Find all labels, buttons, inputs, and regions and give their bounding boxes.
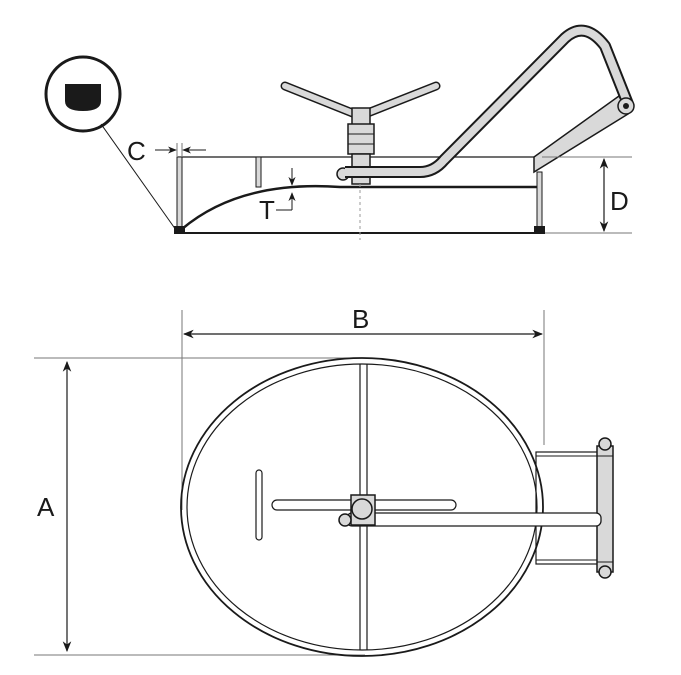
dimension-b: B — [181, 304, 545, 510]
hinge-arm — [345, 24, 635, 178]
dimension-d: D — [542, 156, 632, 234]
gasket-detail-callout — [44, 55, 177, 231]
lid-lug — [255, 156, 262, 188]
dimension-a: A — [34, 357, 365, 656]
left-gasket — [174, 226, 185, 234]
left-wall — [176, 156, 183, 233]
dimension-b-label: B — [352, 304, 369, 334]
top-view: B A — [34, 304, 614, 657]
right-gasket — [534, 226, 545, 234]
domed-lid — [181, 184, 537, 230]
dimension-c-label: C — [127, 136, 146, 166]
dimension-d-label: D — [610, 186, 629, 216]
dimension-t: T — [259, 168, 296, 225]
inner-rim — [186, 363, 538, 651]
side-view: C T D — [44, 24, 635, 240]
central-hub — [338, 494, 376, 527]
dimension-t-label: T — [259, 195, 275, 225]
right-wall — [536, 171, 543, 233]
lid-slot — [255, 469, 263, 541]
dimension-c: C — [127, 136, 206, 166]
hinge-bracket-top — [535, 437, 614, 579]
hinge-arm-top — [346, 512, 602, 527]
outer-rim — [180, 357, 544, 657]
dimension-a-label: A — [37, 492, 55, 522]
